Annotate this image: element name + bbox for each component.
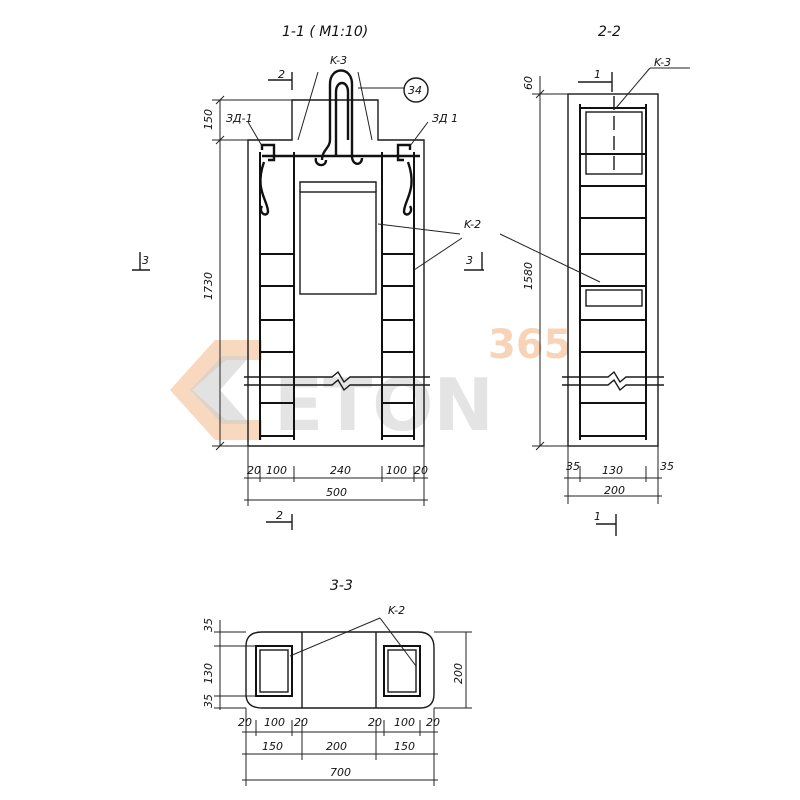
section-3-3: 3-3 K-2 35 130 35 200 <box>202 578 472 786</box>
dim-h1580: 1580 <box>522 262 535 290</box>
dim-b20c: 20 <box>368 716 382 729</box>
dim-d500: 500 <box>326 486 347 499</box>
dim-d100a: 100 <box>266 464 287 477</box>
dim-d20b: 20 <box>414 464 428 477</box>
cage-right <box>381 152 415 440</box>
dim-b20a: 20 <box>238 716 252 729</box>
section-3-3-title: 3-3 <box>330 578 353 594</box>
label-zd1-right: ЗД 1 <box>432 112 458 125</box>
cage-3-3-left <box>255 645 293 697</box>
section-3-3-outline <box>245 631 435 709</box>
k3-loops <box>314 69 364 167</box>
section-1-1: 1-1 ( M1:10) <box>132 24 484 530</box>
dim-d240: 240 <box>330 464 351 477</box>
dim-b100b: 100 <box>394 716 415 729</box>
break-line <box>244 370 430 384</box>
cut-mark-3-mid <box>464 252 484 271</box>
dim-b100a: 100 <box>264 716 285 729</box>
section-1-1-title: 1-1 ( M1:10) <box>282 24 368 40</box>
cut-label-1-bottom: 1 <box>594 510 601 523</box>
cut-label-1-top: 1 <box>594 68 601 81</box>
section-2-2-outline <box>567 93 659 447</box>
section-2-2-title: 2-2 <box>598 24 621 40</box>
dim-b150a: 150 <box>262 740 283 753</box>
section-2-2: 2-2 K-3 1 1 <box>499 24 690 536</box>
dims-2-2-horizontal: 35 130 35 200 <box>564 446 674 504</box>
dim-b20b: 20 <box>294 716 308 729</box>
dim-v130: 130 <box>202 663 215 684</box>
cage-2-2 <box>579 96 647 440</box>
cut-label-2-top: 2 <box>278 68 285 81</box>
label-k3-b: K-3 <box>654 56 671 69</box>
cut-label-3-mid: 3 <box>466 254 473 267</box>
dim-d100b: 100 <box>386 464 407 477</box>
dims-1-1-vertical: 150 1730 <box>202 95 292 451</box>
cut-mark-1-bottom <box>596 514 617 536</box>
label-k2-a: K-2 <box>464 218 481 231</box>
dim-d35a: 35 <box>566 460 580 473</box>
cut-mark-2-bottom <box>266 514 293 530</box>
dim-d20a: 20 <box>247 464 261 477</box>
dim-v35a: 35 <box>202 618 215 632</box>
label-zd1-left: ЗД-1 <box>226 112 253 125</box>
dims-3-3-vertical-left: 35 130 35 <box>202 618 256 710</box>
watermark-hexagon-icon <box>170 340 262 440</box>
dim-b20d: 20 <box>426 716 440 729</box>
cage-3-3-right <box>383 645 421 697</box>
dim-h1730: 1730 <box>202 272 215 300</box>
cage-left <box>259 152 295 440</box>
callout-number: 34 <box>408 84 422 97</box>
watermark: ETON 365 <box>170 322 572 447</box>
watermark-brand: ETON <box>274 363 494 447</box>
cut-mark-1-top <box>578 72 613 92</box>
dims-2-2-vertical: 60 1580 <box>522 76 568 451</box>
dim-d130: 130 <box>602 464 623 477</box>
dim-b700: 700 <box>330 766 351 779</box>
zd1-right-hook <box>396 143 413 216</box>
inner-opening <box>299 191 377 295</box>
label-k2-b: K-2 <box>388 604 405 617</box>
watermark-number: 365 <box>488 322 572 368</box>
dims-3-3-horizontal: 20 100 20 20 100 20 150 200 150 700 <box>238 708 440 786</box>
dim-b150b: 150 <box>394 740 415 753</box>
cut-mark-2-top <box>268 72 293 90</box>
cut-mark-3-left <box>132 252 150 271</box>
zd1-left-hook <box>259 143 276 216</box>
cut-label-2-bottom: 2 <box>276 509 283 522</box>
dims-1-1-horizontal: 20 100 240 100 20 500 <box>244 446 428 506</box>
dim-v35b: 35 <box>202 694 215 708</box>
dim-d200: 200 <box>604 484 625 497</box>
dim-h150: 150 <box>202 109 215 130</box>
section-1-1-outline <box>247 99 425 447</box>
dim-h60: 60 <box>522 76 535 90</box>
label-k3-a: K-3 <box>330 54 347 67</box>
dim-v200: 200 <box>452 663 465 684</box>
dims-3-3-vertical-right: 200 <box>434 631 472 709</box>
dim-d35b: 35 <box>660 460 674 473</box>
callout-circle <box>403 77 429 103</box>
dim-b200: 200 <box>326 740 347 753</box>
cut-label-3-left: 3 <box>142 254 149 267</box>
